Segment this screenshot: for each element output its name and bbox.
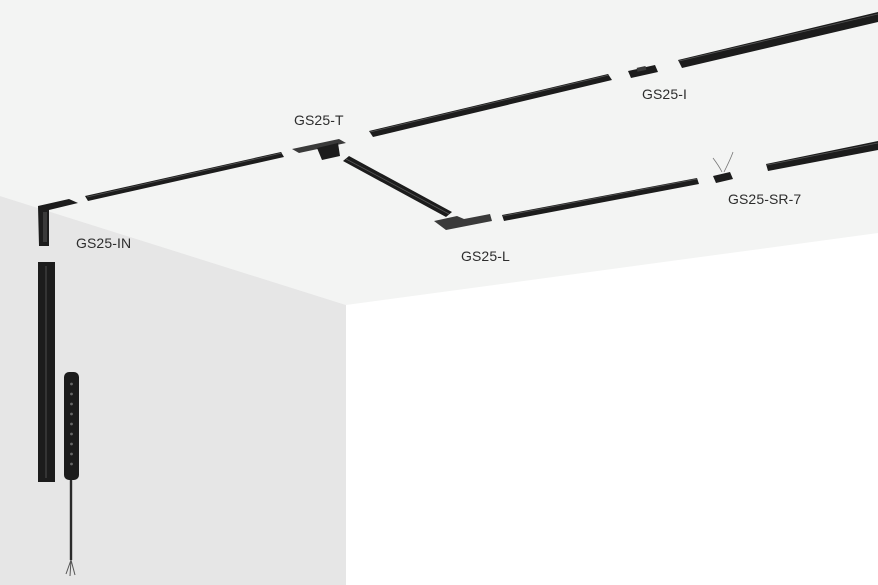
driver-unit <box>64 372 79 577</box>
gs25-l-connector <box>434 214 492 230</box>
gs25-i-connector <box>628 65 658 78</box>
track-segment-5 <box>766 141 878 171</box>
gs25-sr-7-connector <box>712 151 734 183</box>
track-segment-4 <box>502 178 699 221</box>
vertical-track <box>38 262 55 482</box>
track-segment-3 <box>678 12 878 68</box>
label-gs25-i: GS25-I <box>642 86 687 102</box>
ceiling <box>0 0 878 305</box>
gs25-t-connector <box>292 139 346 160</box>
label-gs25-t: GS25-T <box>294 112 344 128</box>
track-segment-2 <box>369 74 612 137</box>
gs25-in-corner-feed <box>38 199 78 246</box>
track-segment-1 <box>85 152 284 201</box>
label-gs25-l: GS25-L <box>461 248 510 264</box>
label-gs25-in: GS25-IN <box>76 235 132 251</box>
track-segment-branch <box>343 156 452 217</box>
left-wall <box>0 196 346 585</box>
label-gs25-sr-7: GS25-SR-7 <box>728 191 802 207</box>
